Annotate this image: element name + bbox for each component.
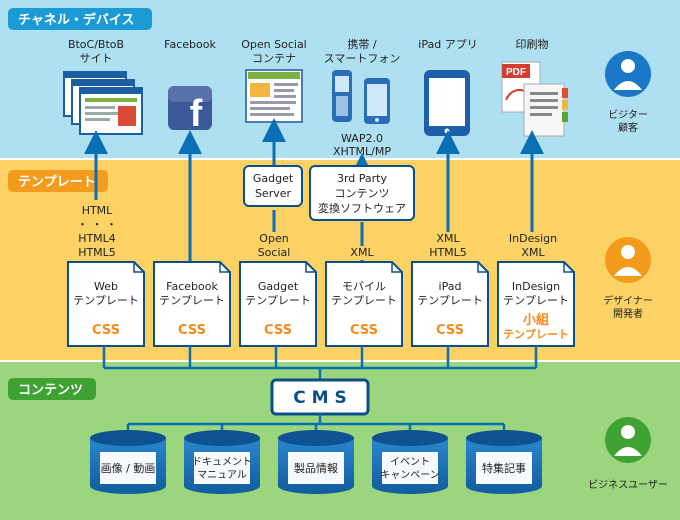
print-document-icon: PDF [501, 61, 568, 137]
template-subtitle: テンプレート [159, 294, 225, 307]
social-page-icon [245, 69, 303, 123]
channel-label-mobile: 携帯 / [347, 37, 376, 51]
format-html: HTML [82, 204, 113, 217]
website-stack-icon [63, 71, 143, 135]
format-open: Open [259, 232, 288, 245]
database-label: 画像 / 動画 [101, 461, 156, 475]
database-sublabel: マニュアル [197, 470, 247, 481]
persona-designer-label: デザイナー [603, 294, 653, 307]
persona-visitor-label: ビジター [608, 109, 648, 121]
template-title: InDesign [512, 280, 560, 293]
gadget-server-box: Gadget Server [243, 165, 303, 207]
template-tag: CSS [178, 323, 206, 338]
format-social: Social [258, 246, 291, 259]
format-indesign-xml: XML [521, 246, 545, 259]
channel-label-ipad: iPad アプリ [418, 38, 477, 51]
database-sublabel: キャンペーン [380, 470, 440, 481]
template-title: モバイル [342, 280, 386, 293]
format-xml-mobile: XML [350, 246, 374, 259]
template-tag: CSS [264, 323, 292, 338]
template-subtitle: テンプレート [331, 294, 397, 307]
section-tab-channel: チャネル・デバイス [8, 8, 152, 30]
channel-label-website-sub: サイト [80, 52, 113, 65]
database-cylinder-2: 製品情報 [278, 424, 354, 494]
channel-label-mobile-sub: スマートフォン [324, 52, 401, 65]
format-ipad-html5: HTML5 [429, 246, 467, 259]
cms-box: C M S [270, 378, 370, 416]
third-party-line1: 3rd Party [337, 172, 388, 185]
channel-label-facebook: Facebook [164, 38, 216, 51]
template-tag: 小組 [523, 312, 549, 328]
database-label: 製品情報 [294, 461, 338, 475]
format-wap: WAP2.0 [341, 132, 383, 145]
format-html5: HTML5 [78, 246, 116, 259]
third-party-box: 3rd Party コンテンツ 変換ソフトウェア [309, 165, 415, 221]
template-tag: CSS [92, 323, 120, 338]
format-ipad-xml: XML [436, 232, 460, 245]
designer-persona-icon [605, 237, 651, 283]
third-party-line3: 変換ソフトウェア [318, 201, 406, 215]
database-cylinder-4: 特集記事 [466, 424, 542, 494]
template-title: Web [94, 280, 118, 293]
facebook-icon: f [168, 86, 212, 135]
section-title-channel: チャネル・デバイス [18, 12, 134, 28]
channel-label-website: BtoC/BtoB [68, 38, 124, 51]
template-title: Facebook [166, 280, 218, 293]
format-indesign: InDesign [509, 232, 557, 245]
database-cylinder-0: 画像 / 動画 [90, 424, 166, 494]
format-html-dots: ・ ・ ・ [77, 218, 117, 231]
section-tab-content: コンテンツ [8, 378, 96, 400]
persona-business-label: ビジネスユーザー [588, 479, 668, 491]
third-party-line2: コンテンツ [335, 187, 390, 200]
template-tag-sub: テンプレート [503, 327, 569, 341]
channel-label-opensocial: Open Social [241, 38, 307, 51]
format-xhtml-mp: XHTML/MP [333, 145, 391, 158]
business-persona-icon [605, 417, 651, 463]
section-title-content: コンテンツ [18, 383, 83, 398]
template-tag: CSS [350, 323, 378, 338]
template-title: Gadget [258, 280, 299, 293]
visitor-persona-icon [605, 51, 651, 97]
database-label: イベント [390, 456, 430, 468]
template-row: WebテンプレートCSSFacebookテンプレートCSSGadgetテンプレー… [67, 261, 575, 347]
channel-label-print: 印刷物 [516, 37, 549, 51]
persona-visitor-sub: 顧客 [618, 121, 638, 134]
mobile-phones-icon [332, 70, 390, 124]
channel-label-opensocial-sub: コンテナ [252, 52, 296, 65]
template-subtitle: テンプレート [417, 294, 483, 307]
template-subtitle: テンプレート [503, 294, 569, 307]
svg-text:PDF: PDF [506, 67, 526, 78]
database-label: ドキュメント [192, 457, 252, 468]
database-label: 特集記事 [482, 461, 526, 475]
template-tag: CSS [436, 323, 464, 338]
gadget-server-line1: Gadget [253, 172, 294, 185]
tablet-icon [424, 70, 470, 136]
svg-text:f: f [190, 93, 203, 135]
section-tab-template: テンプレート [8, 170, 108, 192]
format-html4: HTML4 [78, 232, 116, 245]
gadget-server-line2: Server [255, 187, 292, 200]
database-row: 画像 / 動画ドキュメントマニュアル製品情報イベントキャンペーン特集記事 [90, 424, 542, 494]
cms-label: C M S [293, 388, 346, 408]
template-subtitle: テンプレート [245, 294, 311, 307]
persona-designer-sub: 開発者 [613, 307, 643, 320]
template-subtitle: テンプレート [73, 294, 139, 307]
template-title: iPad [439, 280, 462, 293]
section-title-template: テンプレート [18, 175, 96, 190]
template-connectors [102, 346, 538, 380]
